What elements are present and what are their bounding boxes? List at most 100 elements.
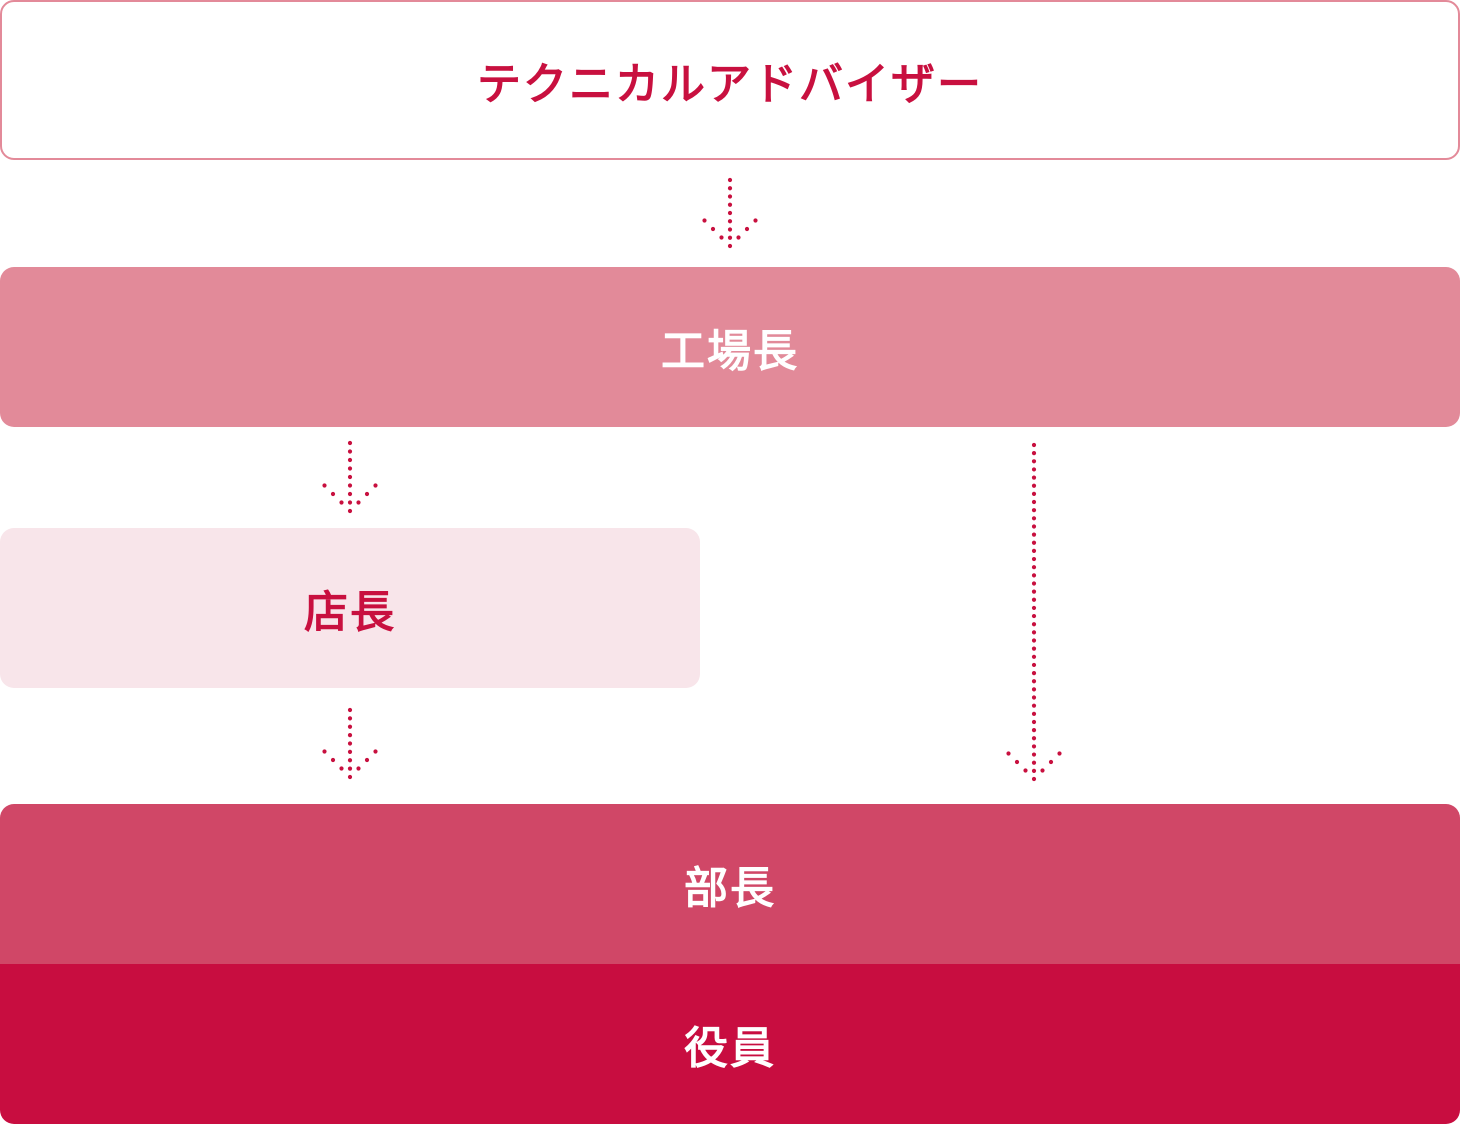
arrow-dot [1031, 711, 1037, 716]
arrow-dot [347, 466, 353, 471]
arrow-dot [347, 716, 353, 721]
arrow-dot [727, 194, 733, 199]
arrow-dot [727, 219, 733, 224]
arrow-dot [1031, 630, 1037, 635]
arrow-dot [1014, 759, 1020, 765]
arrow-dot [727, 210, 733, 216]
arrow-dot [330, 491, 336, 497]
arrow-dot [1031, 703, 1037, 708]
arrow-dot [339, 500, 344, 505]
arrow-dot [1031, 573, 1037, 578]
arrow-dot [347, 457, 353, 463]
arrow-dot [364, 491, 370, 497]
arrow-dot [1031, 581, 1037, 586]
node-executive-label: 役員 [684, 1023, 776, 1074]
arrow-advisor-to-factory [702, 177, 758, 249]
arrow-dot [727, 235, 733, 240]
arrow-dot [347, 508, 353, 514]
arrow-dot [1031, 589, 1037, 594]
arrow-dot [347, 724, 353, 729]
arrow-dot [356, 500, 361, 505]
node-technical-advisor-label: テクニカルアドバイザー [477, 59, 983, 110]
arrow-dot [347, 474, 353, 480]
arrow-dot [347, 483, 353, 488]
node-department-manager: 部長 [0, 804, 1460, 964]
arrow-dot [1031, 442, 1037, 448]
arrow-dot [753, 218, 758, 223]
arrow-dot [1031, 736, 1037, 741]
arrow-dot [1031, 532, 1037, 537]
node-store-manager-label: 店長 [304, 587, 396, 638]
arrow-factory-to-department [1006, 442, 1062, 782]
arrow-dot [710, 226, 716, 232]
arrow-dot [322, 749, 327, 754]
node-store-manager: 店長 [0, 528, 700, 688]
arrow-dot [736, 235, 741, 240]
node-factory-manager: 工場長 [0, 267, 1460, 427]
arrow-dot [1031, 768, 1037, 773]
bottom-stack: 部長 役員 [0, 804, 1460, 1124]
arrow-dot [347, 766, 353, 771]
arrow-dot [347, 707, 353, 713]
arrow-dot [719, 235, 724, 240]
arrow-dot [1031, 776, 1037, 782]
arrow-dot [702, 218, 707, 223]
arrow-dot [1031, 459, 1037, 464]
arrow-dot [1031, 662, 1037, 668]
arrow-dot [347, 733, 353, 738]
arrow-dot [373, 483, 378, 488]
arrow-dot [1031, 695, 1037, 700]
arrow-dot [1031, 524, 1037, 529]
node-department-manager-label: 部長 [684, 863, 776, 914]
arrow-dot [1048, 759, 1054, 765]
arrow-dot [1031, 670, 1037, 676]
arrow-dot [347, 741, 353, 746]
node-technical-advisor: テクニカルアドバイザー [0, 0, 1460, 160]
arrow-dot [1031, 638, 1037, 643]
arrow-dot [373, 749, 378, 754]
arrow-dot [347, 449, 353, 454]
arrow-dot [1031, 451, 1037, 456]
arrow-dot [330, 757, 336, 763]
arrow-dot [1031, 565, 1037, 570]
arrow-dot [1031, 654, 1037, 659]
arrow-store-to-department [322, 707, 378, 780]
arrow-factory-to-store [322, 440, 378, 514]
arrow-dot [1031, 540, 1037, 545]
arrow-dot [1031, 760, 1037, 765]
node-factory-manager-label: 工場長 [661, 326, 799, 377]
arrow-dot [347, 749, 353, 754]
arrow-dot [364, 757, 370, 763]
arrow-dot [727, 227, 733, 232]
arrow-dot [1031, 483, 1037, 488]
arrow-dot [347, 440, 353, 446]
arrow-dot [744, 226, 750, 232]
arrow-dot [356, 766, 361, 771]
arrow-dot [1031, 516, 1037, 521]
arrow-dot [1031, 508, 1037, 513]
arrow-dot [1031, 646, 1037, 651]
arrow-dot [1031, 613, 1037, 619]
arrow-dot [347, 774, 353, 780]
arrow-dot [1031, 679, 1037, 684]
arrow-dot [1031, 752, 1037, 757]
arrow-dot [1031, 556, 1037, 562]
arrow-dot [1031, 728, 1037, 733]
arrow-dot [1031, 719, 1037, 725]
arrow-dot [727, 202, 733, 207]
arrow-dot [727, 186, 733, 191]
arrow-dot [1040, 768, 1045, 773]
arrow-dot [727, 177, 733, 183]
arrow-dot [1031, 548, 1037, 554]
arrow-dot [1031, 499, 1037, 505]
arrow-dot [339, 766, 344, 771]
arrow-dot [1031, 605, 1037, 611]
arrow-dot [322, 483, 327, 488]
arrow-dot [1031, 687, 1037, 692]
arrow-dot [1031, 597, 1037, 602]
arrow-dot [1031, 467, 1037, 472]
arrow-dot [1031, 744, 1037, 749]
arrow-dot [1031, 475, 1037, 480]
arrow-dot [1057, 751, 1062, 756]
arrow-dot [1031, 622, 1037, 627]
